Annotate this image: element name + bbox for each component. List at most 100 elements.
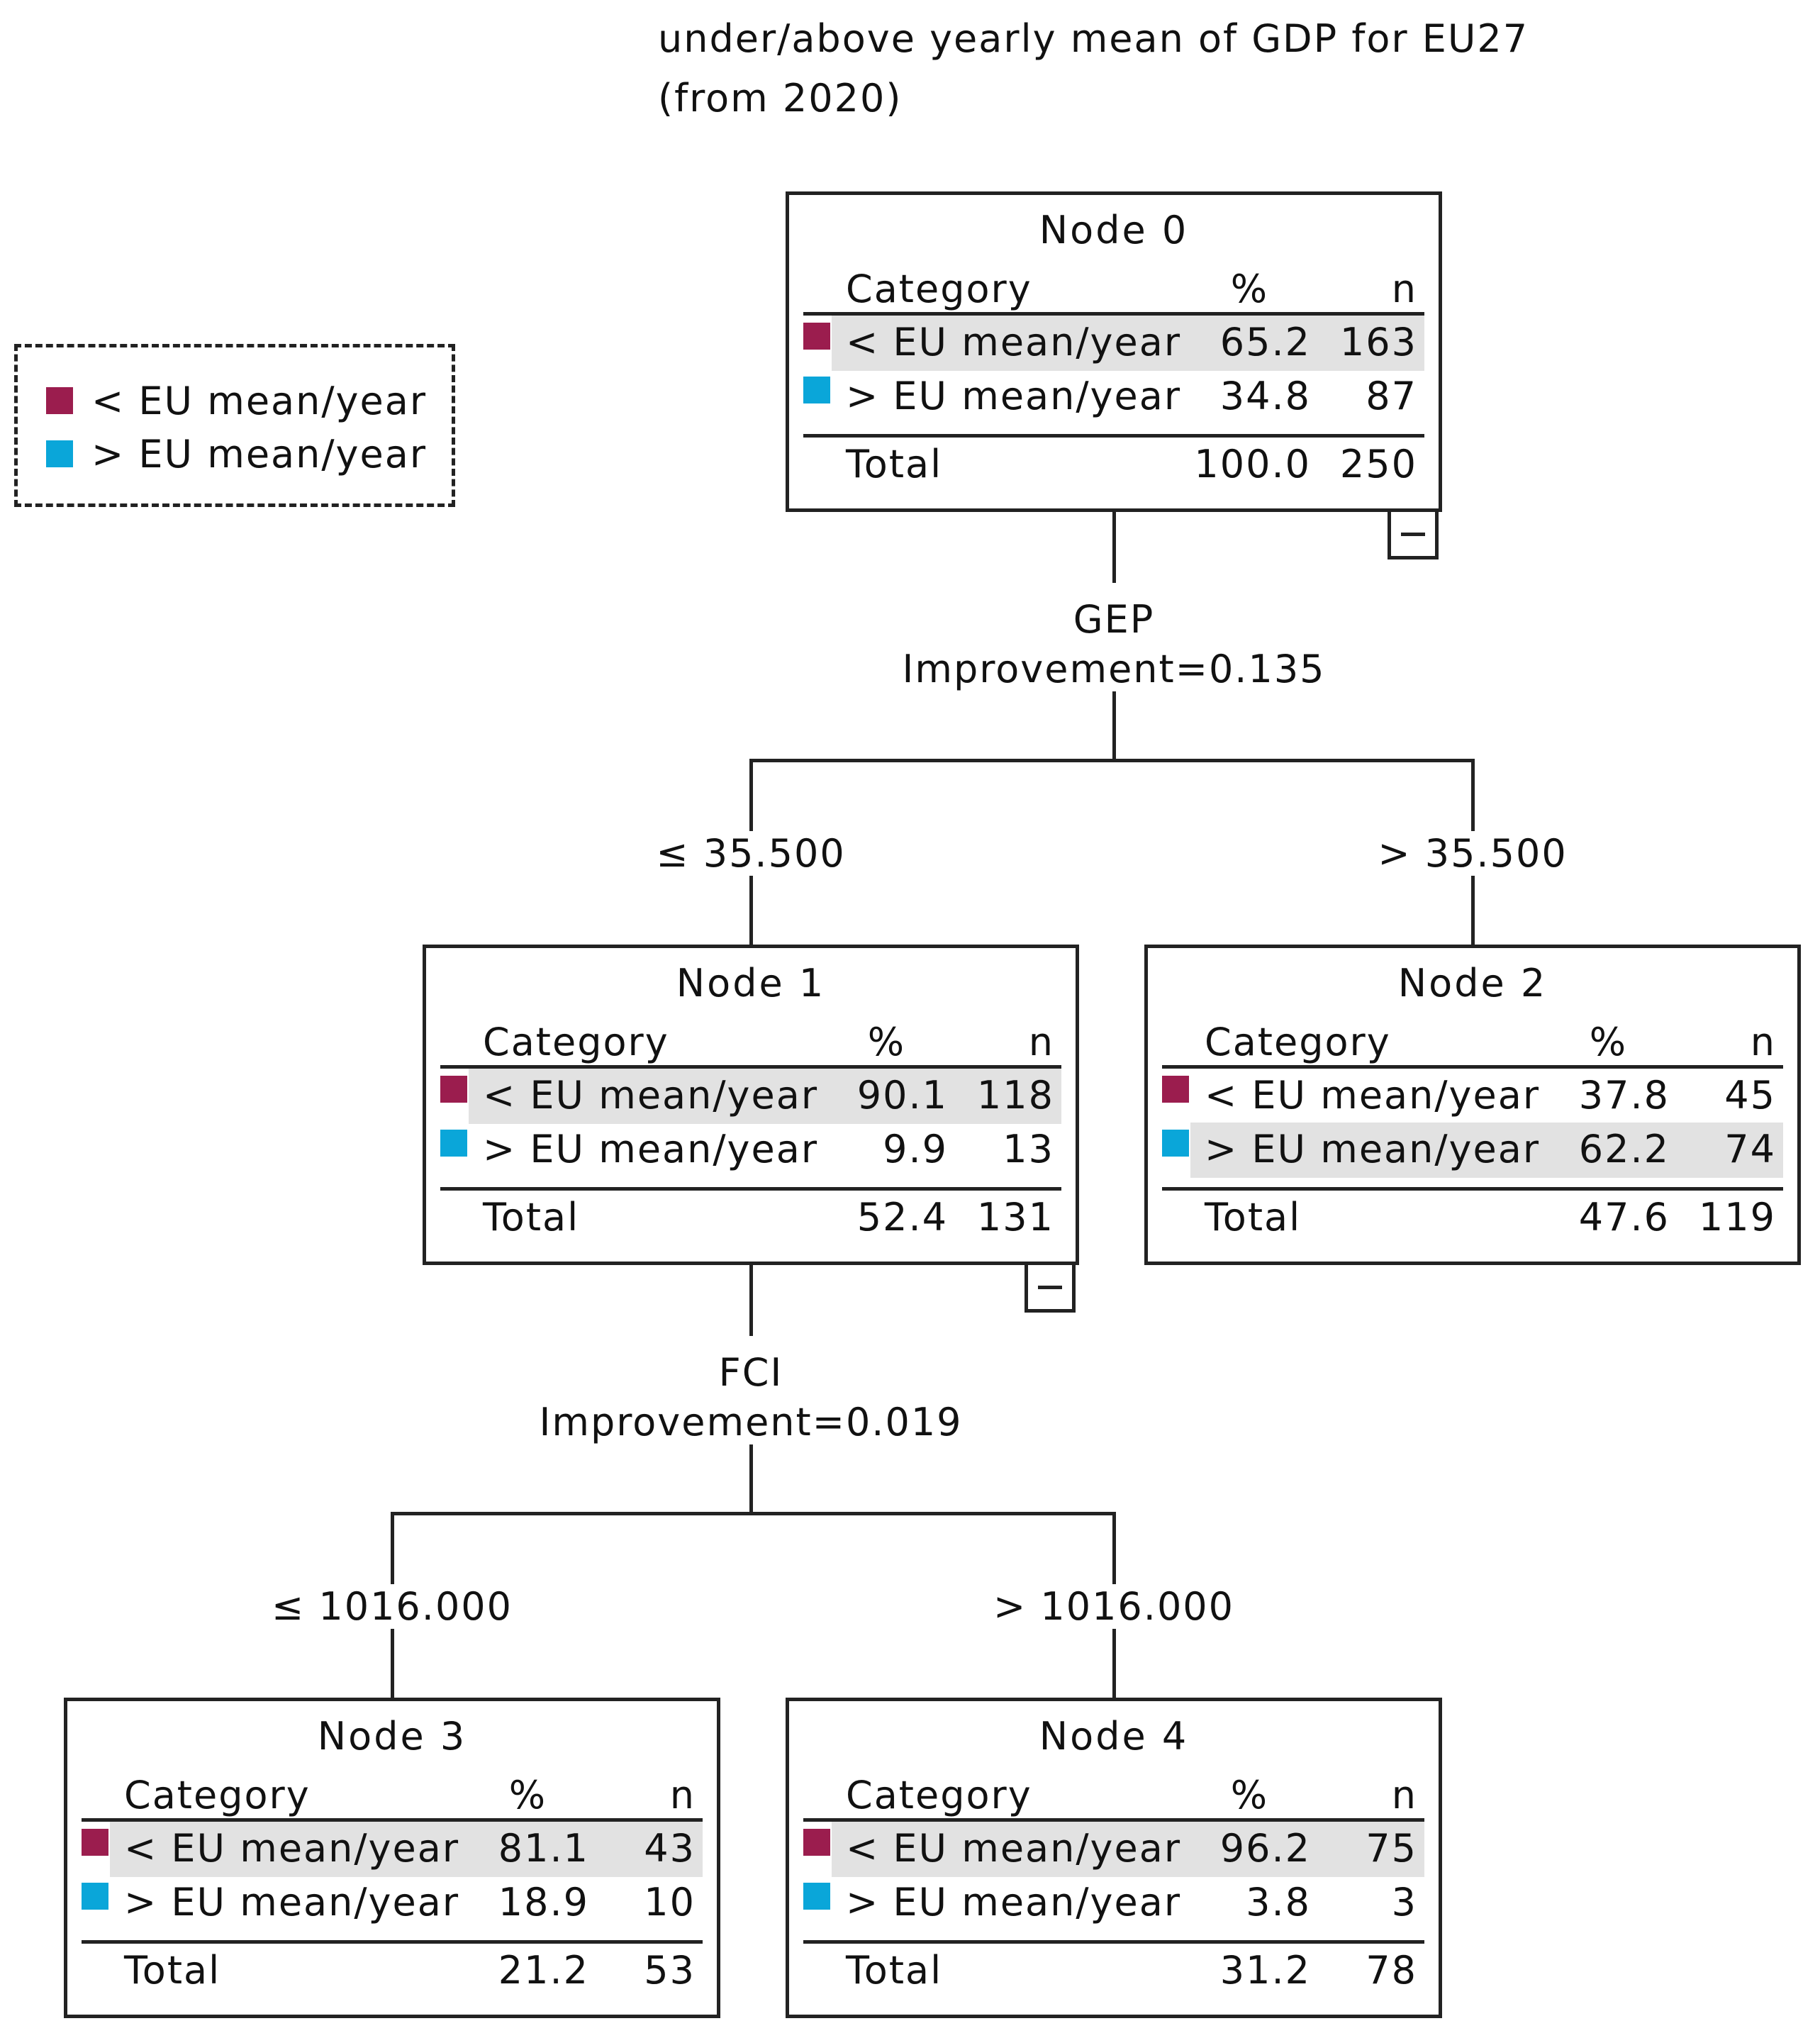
category-percent: 37.8 (1578, 1073, 1670, 1118)
connector-split2-horizontal (391, 1512, 1116, 1515)
split-improvement-fci: Improvement=0.019 (531, 1400, 971, 1444)
column-header-percent: % (1230, 267, 1268, 311)
legend-item-below: < EU mean/year (46, 378, 428, 423)
category-count: 10 (644, 1880, 696, 1925)
header-divider (803, 1818, 1424, 1822)
category-label: < EU mean/year (483, 1073, 819, 1118)
category-swatch (803, 1883, 830, 1910)
split-variable-fci: FCI (644, 1350, 857, 1395)
split-condition-left-2: ≤ 1016.000 (257, 1584, 527, 1629)
category-percent: 90.1 (856, 1073, 948, 1118)
column-header-n: n (1028, 1020, 1054, 1064)
category-percent: 81.1 (498, 1826, 589, 1871)
category-swatch (1162, 1130, 1189, 1157)
connector-fci-down (749, 1444, 753, 1515)
connector-split1-horizontal (749, 759, 1475, 762)
total-percent: 52.4 (856, 1195, 948, 1240)
category-count: 13 (1003, 1127, 1054, 1171)
node-title: Node 2 (1397, 961, 1548, 1006)
total-percent: 31.2 (1219, 1948, 1311, 1993)
total-percent: 100.0 (1194, 442, 1311, 486)
category-label: > EU mean/year (846, 374, 1182, 418)
category-swatch (803, 1829, 830, 1856)
node-title: Node 3 (317, 1714, 467, 1759)
total-label: Total (1205, 1195, 1302, 1240)
node-title: Node 4 (1039, 1714, 1189, 1759)
collapse-toggle-icon[interactable] (1025, 1262, 1076, 1313)
category-swatch (440, 1130, 467, 1157)
split-improvement-gep: Improvement=0.135 (894, 647, 1334, 691)
category-percent: 34.8 (1219, 374, 1311, 418)
category-swatch (803, 323, 830, 350)
category-count: 75 (1366, 1826, 1417, 1871)
connector-gep-down (1112, 691, 1116, 762)
category-percent: 65.2 (1219, 320, 1311, 364)
row-highlight (1190, 1123, 1783, 1178)
row-highlight (832, 316, 1424, 371)
header-divider (440, 1065, 1061, 1069)
column-header-percent: % (1589, 1020, 1627, 1064)
diagram-title-line2: (from 2020) (658, 76, 903, 121)
category-label: < EU mean/year (1205, 1073, 1541, 1118)
category-count: 118 (976, 1073, 1054, 1118)
column-header-n: n (1391, 1773, 1417, 1817)
node-title: Node 0 (1039, 208, 1189, 252)
column-header-n: n (1750, 1020, 1776, 1064)
column-header-category: Category (846, 1773, 1032, 1817)
column-header-category: Category (483, 1020, 669, 1064)
total-percent: 47.6 (1578, 1195, 1670, 1240)
legend-swatch-above (46, 440, 73, 467)
column-header-category: Category (846, 267, 1032, 311)
row-highlight (110, 1822, 703, 1877)
column-header-percent: % (508, 1773, 547, 1817)
split-condition-right-1: > 35.500 (1359, 831, 1586, 876)
category-swatch (1162, 1076, 1189, 1103)
category-swatch (82, 1829, 108, 1856)
legend-item-above: > EU mean/year (46, 431, 428, 477)
category-label: > EU mean/year (483, 1127, 819, 1171)
column-header-percent: % (1230, 1773, 1268, 1817)
column-header-category: Category (1205, 1020, 1391, 1064)
category-count: 163 (1339, 320, 1417, 364)
category-label: < EU mean/year (846, 320, 1182, 364)
legend-swatch-below (46, 387, 73, 414)
category-count: 74 (1724, 1127, 1776, 1171)
category-count: 45 (1724, 1073, 1776, 1118)
category-swatch (803, 377, 830, 403)
legend-label-above: > EU mean/year (91, 431, 428, 477)
category-percent: 18.9 (498, 1880, 589, 1925)
category-count: 43 (644, 1826, 696, 1871)
row-highlight (832, 1822, 1424, 1877)
total-divider (440, 1187, 1061, 1191)
split-variable-gep: GEP (1007, 597, 1220, 642)
category-swatch (82, 1883, 108, 1910)
header-divider (82, 1818, 703, 1822)
category-count: 87 (1366, 374, 1417, 418)
header-divider (803, 312, 1424, 316)
total-label: Total (483, 1195, 580, 1240)
total-divider (803, 434, 1424, 438)
diagram-title-line1: under/above yearly mean of GDP for EU27 (658, 16, 1529, 61)
category-label: > EU mean/year (1205, 1127, 1541, 1171)
column-header-category: Category (124, 1773, 311, 1817)
connector-node1-down (749, 1265, 753, 1336)
column-header-n: n (1391, 267, 1417, 311)
category-percent: 9.9 (883, 1127, 948, 1171)
category-label: < EU mean/year (124, 1826, 460, 1871)
legend-label-below: < EU mean/year (91, 378, 428, 423)
row-highlight (469, 1069, 1061, 1124)
total-count: 78 (1366, 1948, 1417, 1993)
category-percent: 3.8 (1246, 1880, 1311, 1925)
total-divider (803, 1940, 1424, 1944)
total-percent: 21.2 (498, 1948, 589, 1993)
category-label: > EU mean/year (124, 1880, 460, 1925)
collapse-toggle-icon[interactable] (1388, 508, 1439, 559)
connector-node0-down (1112, 512, 1116, 583)
total-count: 53 (644, 1948, 696, 1993)
split-condition-left-1: ≤ 35.500 (637, 831, 864, 876)
